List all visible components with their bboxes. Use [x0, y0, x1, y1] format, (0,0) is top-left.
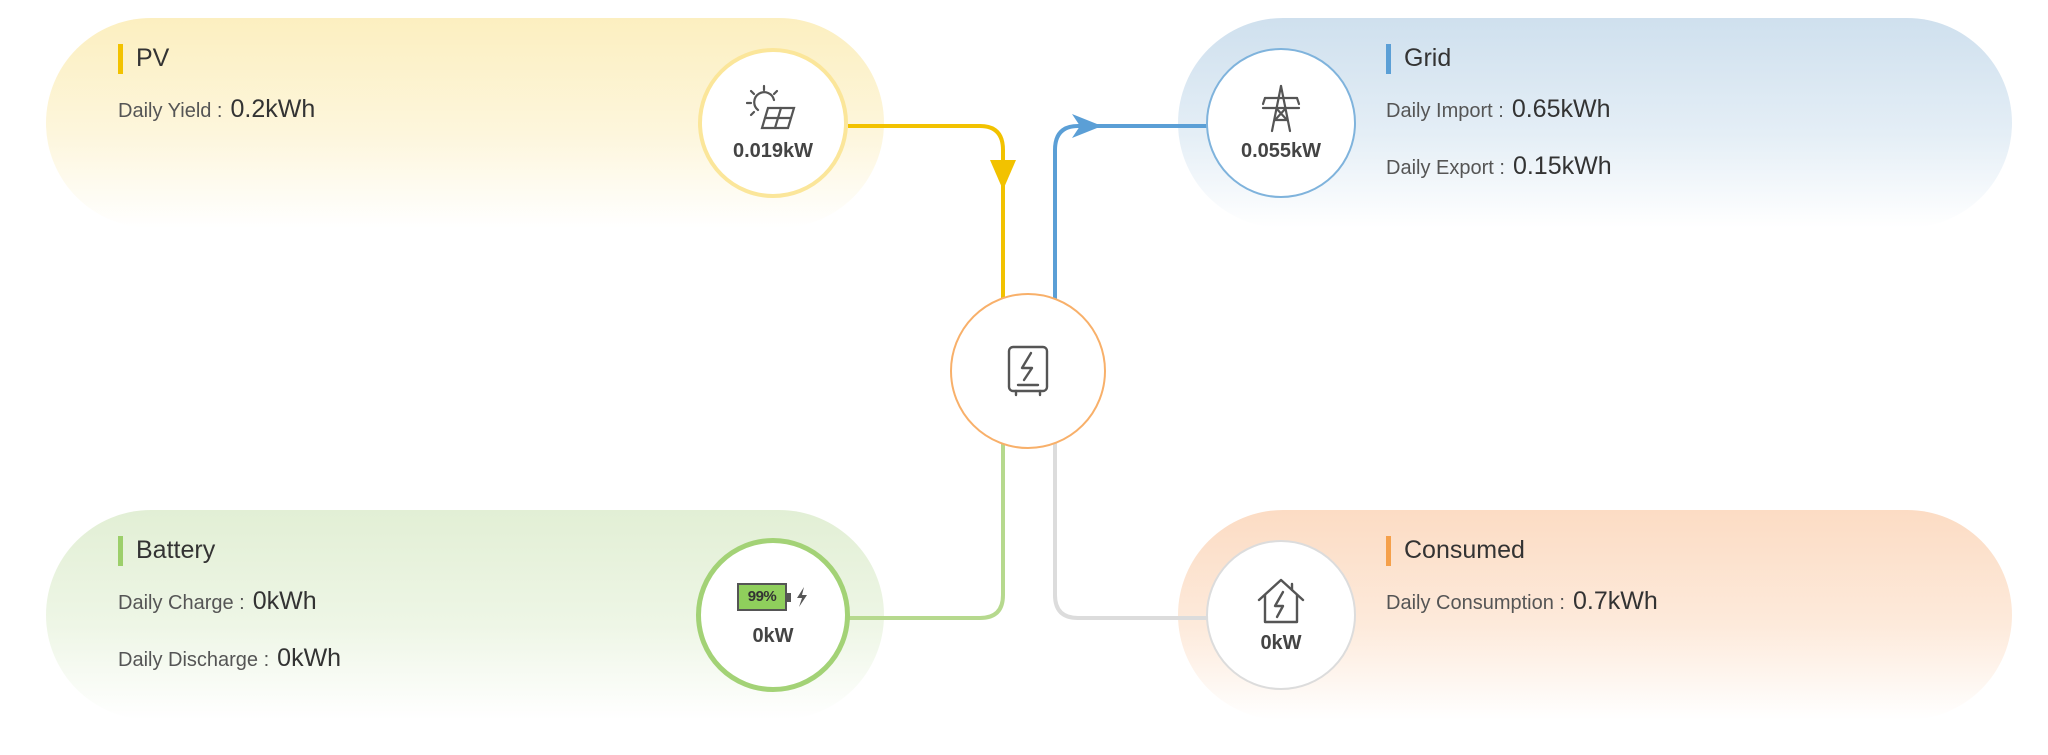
- battery-flow-line: [848, 440, 1005, 620]
- inverter-node[interactable]: [950, 293, 1106, 449]
- grid-daily-export-value: 0.15kWh: [1512, 152, 1612, 180]
- grid-node[interactable]: 0.055kW: [1206, 48, 1356, 198]
- home-energy-icon: [1257, 578, 1305, 623]
- battery-icon: 99%: [737, 582, 809, 611]
- grid-flow-arrow: [1072, 114, 1102, 138]
- pv-node[interactable]: 0.019kW: [698, 48, 848, 198]
- grid-daily-export: Daily Export : 0.15kWh: [1386, 152, 1612, 184]
- pv-power: 0.019kW: [732, 139, 814, 162]
- battery-title: Battery: [118, 535, 215, 566]
- consumed-daily-consumption: Daily Consumption : 0.7kWh: [1386, 587, 1658, 619]
- pv-flow-arrow: [990, 160, 1016, 190]
- grid-daily-import-value: 0.65kWh: [1511, 95, 1611, 123]
- battery-level: 99%: [737, 582, 791, 611]
- pv-daily-yield: Daily Yield : 0.2kWh: [118, 95, 315, 127]
- inverter-icon: [1007, 345, 1049, 397]
- pv-daily-yield-label: Daily Yield :: [118, 100, 223, 122]
- consumed-daily-consumption-value: 0.7kWh: [1572, 587, 1658, 615]
- battery-daily-charge-label: Daily Charge :: [118, 592, 245, 614]
- grid-flow-line: [1053, 124, 1210, 300]
- battery-soc: 99%: [747, 588, 777, 605]
- grid-daily-import-label: Daily Import :: [1386, 100, 1504, 122]
- consumed-flow-line: [1053, 440, 1210, 620]
- battery-daily-discharge: Daily Discharge : 0kWh: [118, 644, 341, 676]
- consumed-title: Consumed: [1386, 535, 1525, 566]
- bolt-icon: [797, 586, 807, 607]
- grid-daily-export-label: Daily Export :: [1386, 157, 1505, 179]
- grid-power: 0.055kW: [1240, 139, 1322, 162]
- battery-daily-discharge-label: Daily Discharge :: [118, 649, 270, 671]
- solar-panel-icon: [746, 84, 796, 129]
- grid-title: Grid: [1386, 43, 1451, 74]
- battery-daily-charge: Daily Charge : 0kWh: [118, 587, 317, 619]
- battery-daily-discharge-value: 0kWh: [277, 644, 342, 672]
- consumed-node[interactable]: 0kW: [1206, 540, 1356, 690]
- pv-daily-yield-value: 0.2kWh: [230, 95, 316, 123]
- pv-flow-line: [848, 124, 1005, 300]
- pv-title: PV: [118, 43, 169, 74]
- consumed-daily-consumption-label: Daily Consumption :: [1386, 592, 1565, 614]
- battery-power: 0kW: [752, 624, 794, 647]
- grid-daily-import: Daily Import : 0.65kWh: [1386, 95, 1610, 127]
- consumed-power: 0kW: [1260, 631, 1302, 654]
- battery-node[interactable]: 99% 0kW: [696, 538, 850, 692]
- battery-terminal: [787, 592, 791, 602]
- battery-daily-charge-value: 0kWh: [252, 587, 317, 615]
- power-tower-icon: [1261, 84, 1301, 132]
